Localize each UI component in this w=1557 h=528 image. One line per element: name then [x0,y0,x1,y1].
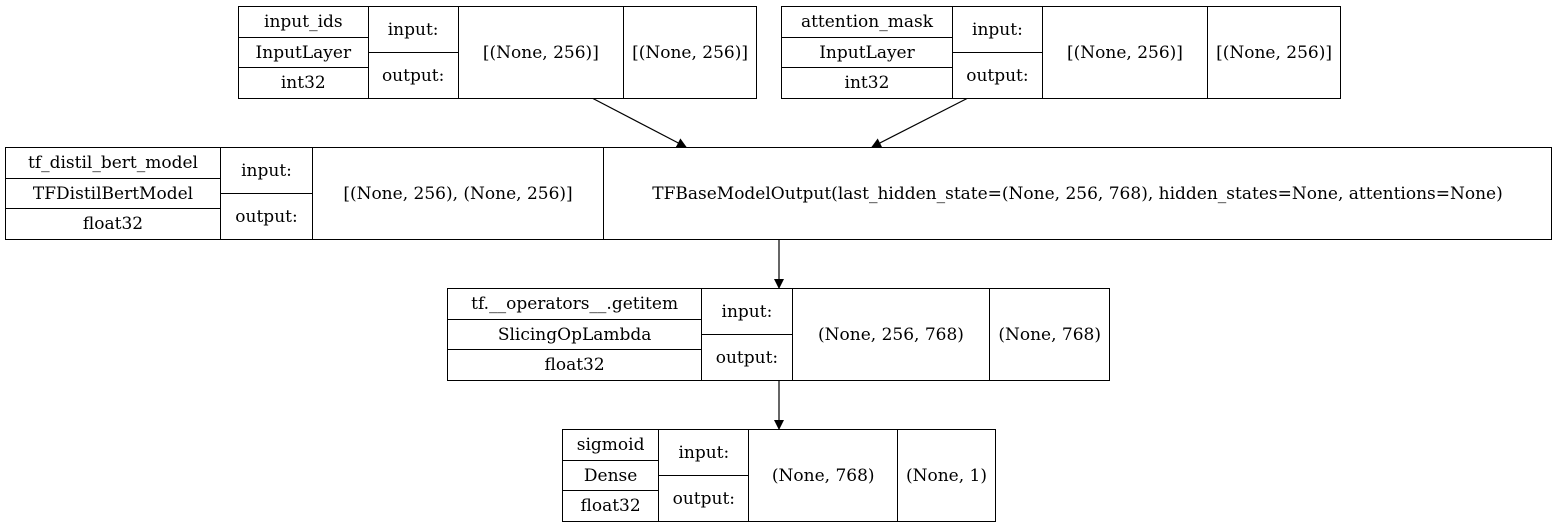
io-labels: input: output: [952,7,1043,98]
layer-dtype: int32 [844,73,890,94]
layer-type: InputLayer [782,38,952,69]
output-label: output: [381,65,445,86]
layer-name: input_ids [239,7,368,38]
output-label: output: [235,206,298,227]
layer-type: SlicingOpLambda [448,320,702,351]
input-label: input: [221,148,312,194]
output-shape: (None, 1) [905,465,987,486]
input-shape: [(None, 256)] [459,7,625,98]
output-shape: [(None, 256)] [632,42,748,63]
input-label: input: [702,289,792,335]
io-labels: input: output: [221,148,313,239]
layer-name: tf.__operators__.getitem [448,289,702,320]
io-labels: input: output: [368,7,459,98]
layer-dtype: float32 [580,496,641,517]
layer-name: sigmoid [563,430,659,461]
layer-names: attention_mask InputLayer int32 [782,7,953,98]
output-shape: (None, 768) [998,324,1101,345]
layer-type: TFDistilBertModel [6,179,220,210]
layer-name: attention_mask [782,7,952,38]
edge-input-ids-to-distilbert [591,97,687,148]
layer-name: tf_distil_bert_model [6,148,220,179]
layer-dtype: float32 [82,214,144,235]
node-tf-distil-bert-model: tf_distil_bert_model TFDistilBertModel f… [5,147,1552,240]
input-label: input: [659,430,749,476]
output-shape: TFBaseModelOutput(last_hidden_state=(Non… [652,183,1503,204]
output-label: output: [672,488,736,509]
io-labels: input: output: [659,430,750,521]
layer-names: tf.__operators__.getitem SlicingOpLambda… [448,289,703,380]
layer-dtype: float32 [544,355,605,376]
node-attention-mask: attention_mask InputLayer int32 input: o… [781,6,1341,99]
layer-type: Dense [563,461,659,492]
node-getitem: tf.__operators__.getitem SlicingOpLambda… [447,288,1110,381]
output-label: output: [715,347,779,368]
layer-dtype: int32 [280,73,326,94]
input-label: input: [952,7,1042,53]
layer-names: tf_distil_bert_model TFDistilBertModel f… [6,148,221,239]
input-shape: (None, 768) [749,430,898,521]
output-shape: [(None, 256)] [1216,42,1332,63]
layer-names: input_ids InputLayer int32 [239,7,369,98]
layer-names: sigmoid Dense float32 [563,430,660,521]
input-shape: [(None, 256)] [1043,7,1209,98]
edge-attention-mask-to-distilbert [871,97,969,148]
io-labels: input: output: [702,289,793,380]
layer-type: InputLayer [239,38,368,69]
node-input-ids: input_ids InputLayer int32 input: output… [238,6,757,99]
input-shape: [(None, 256), (None, 256)] [313,148,604,239]
input-label: input: [368,7,458,53]
node-sigmoid: sigmoid Dense float32 input: output: (No… [562,429,996,522]
output-label: output: [966,65,1029,86]
input-shape: (None, 256, 768) [793,289,991,380]
